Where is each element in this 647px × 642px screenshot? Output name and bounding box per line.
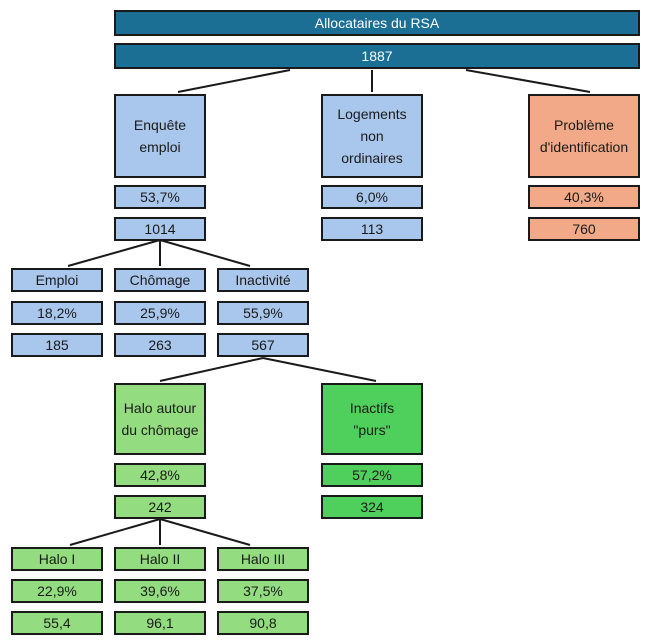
enquete-emploi-label: Enquête emploi — [114, 94, 206, 178]
logements-label: Logements non ordinaires — [321, 94, 423, 178]
emploi-pct: 18,2% — [11, 301, 103, 325]
connector — [262, 357, 377, 382]
halo-chomage-label: Halo autour du chômage — [114, 383, 206, 455]
probleme-pct: 40,3% — [528, 185, 640, 209]
enquete-emploi-count: 1014 — [114, 217, 206, 241]
halo-1-count: 55,4 — [11, 611, 103, 635]
halo-2-count: 96,1 — [114, 611, 206, 635]
chomage-label: Chômage — [114, 268, 206, 292]
halo-3-label: Halo III — [217, 547, 309, 571]
chomage-count: 263 — [114, 333, 206, 357]
connector — [67, 239, 161, 267]
probleme-label: Problème d'identification — [528, 94, 640, 178]
connector — [159, 357, 264, 382]
enquete-emploi-pct: 53,7% — [114, 185, 206, 209]
title-box: Allocataires du RSA — [114, 10, 640, 36]
probleme-count: 760 — [528, 217, 640, 241]
inactivite-count: 567 — [217, 333, 309, 357]
logements-count: 113 — [321, 217, 423, 241]
halo-3-count: 90,8 — [217, 611, 309, 635]
connector — [69, 518, 161, 546]
total-box: 1887 — [114, 43, 640, 69]
logements-pct: 6,0% — [321, 185, 423, 209]
inactifs-purs-pct: 57,2% — [321, 463, 423, 487]
halo-1-label: Halo I — [11, 547, 103, 571]
inactifs-purs-label: Inactifs "purs" — [321, 383, 423, 455]
emploi-count: 185 — [11, 333, 103, 357]
halo-chomage-pct: 42,8% — [114, 463, 206, 487]
connector — [159, 518, 251, 546]
halo-chomage-count: 242 — [114, 495, 206, 519]
connector — [465, 69, 591, 93]
inactivite-label: Inactivité — [217, 268, 309, 292]
connector — [177, 69, 291, 93]
chomage-pct: 25,9% — [114, 301, 206, 325]
inactivite-pct: 55,9% — [217, 301, 309, 325]
halo-2-label: Halo II — [114, 547, 206, 571]
emploi-label: Emploi — [11, 268, 103, 292]
halo-2-pct: 39,6% — [114, 579, 206, 603]
halo-1-pct: 22,9% — [11, 579, 103, 603]
inactifs-purs-count: 324 — [321, 495, 423, 519]
halo-3-pct: 37,5% — [217, 579, 309, 603]
connector — [159, 239, 251, 267]
